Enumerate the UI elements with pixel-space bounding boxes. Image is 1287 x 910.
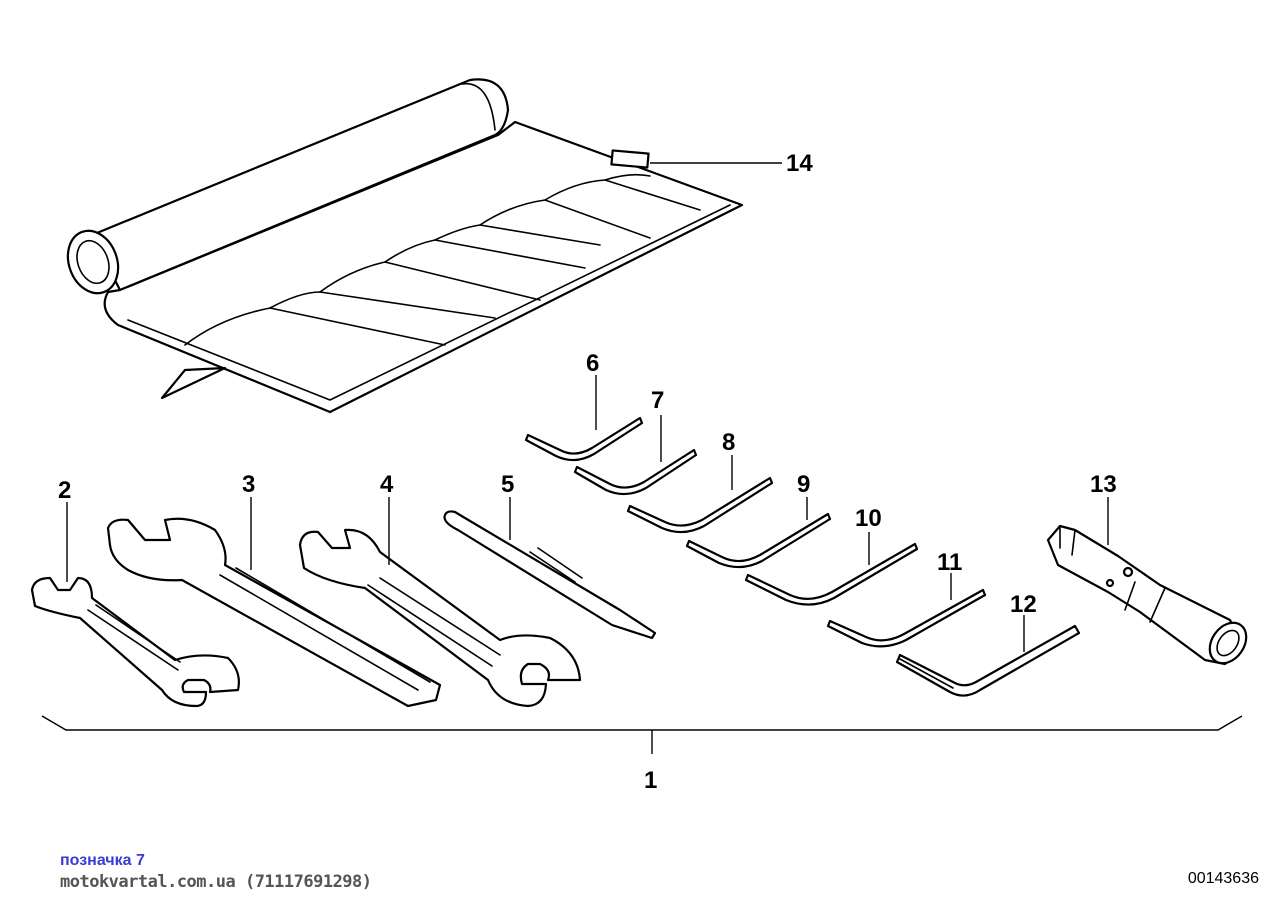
callout-8: 8 [722,429,735,456]
callout-4: 4 [380,471,394,498]
set-bracket: 1 [41,715,1243,794]
hex-key-7: 7 [573,387,698,496]
caption-label: позначка 7 [60,852,145,869]
callout-13: 13 [1090,471,1117,498]
callout-1: 1 [644,767,657,794]
wrench-large: 3 [106,471,442,708]
hex-key-8: 8 [626,429,774,534]
hex-key-9: 9 [685,471,832,569]
box-spanner: 13 [1046,471,1248,666]
wrench-medium: 4 [298,471,582,708]
hex-wrench-12: 12 [895,591,1081,697]
callout-11: 11 [937,549,962,576]
watermark-text: motokvartal.com.ua (71117691298) [60,872,372,892]
tool-roll: 14 [66,78,813,414]
hex-key-10: 10 [744,505,919,606]
callout-12: 12 [1010,591,1037,618]
callout-14: 14 [786,150,813,177]
callout-7: 7 [651,387,664,414]
callout-2: 2 [58,477,71,504]
callout-10: 10 [855,505,882,532]
hex-key-6: 6 [524,350,644,462]
callout-9: 9 [797,471,810,498]
callout-5: 5 [501,471,514,498]
screwdriver: 5 [443,471,657,640]
callout-3: 3 [242,471,255,498]
hex-key-11: 11 [826,549,987,648]
wrench-small: 2 [30,477,240,708]
document-number: 00143636 [1187,870,1259,887]
callout-6: 6 [586,350,599,377]
